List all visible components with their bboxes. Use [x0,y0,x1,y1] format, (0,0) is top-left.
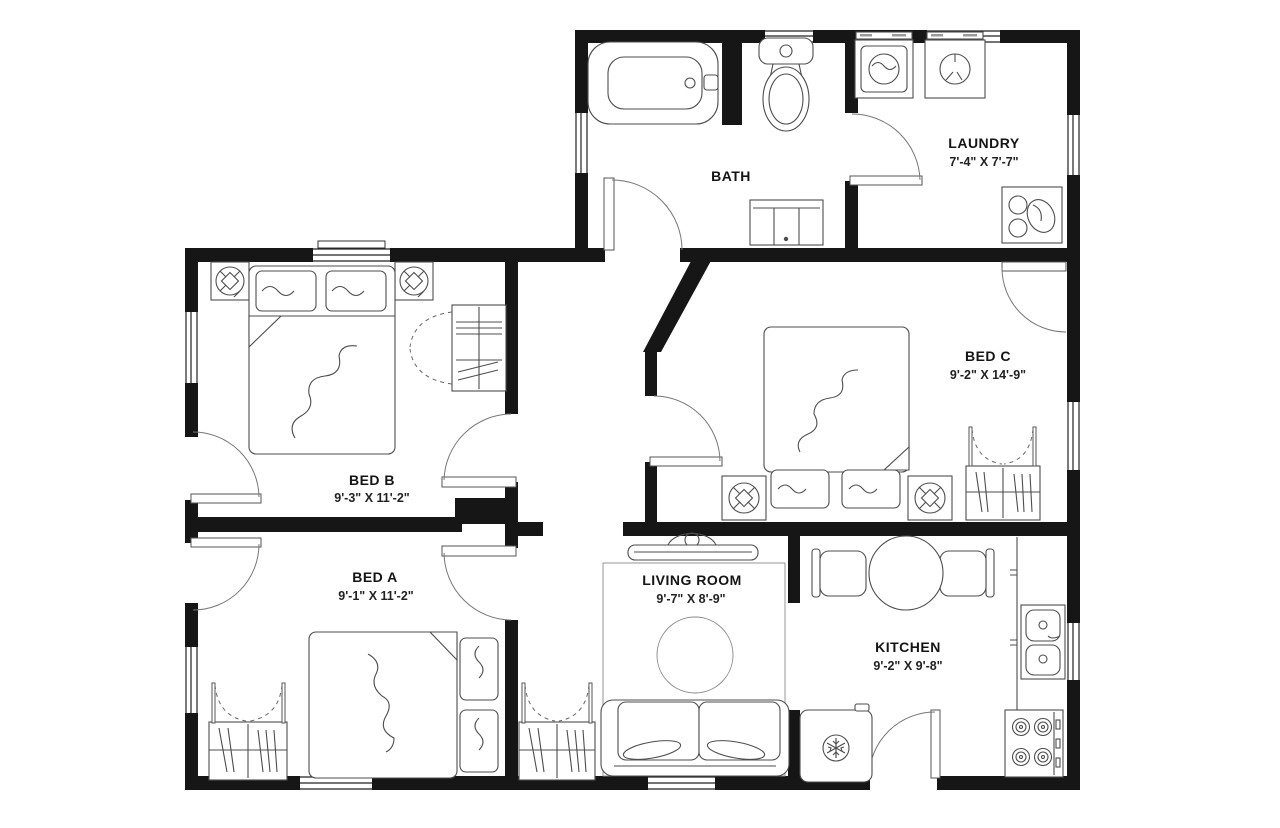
room-dim-laundry: 7'-4" X 7'-7" [949,155,1018,169]
chair-seat [819,550,867,597]
closet-wardrobe [409,304,507,392]
sofa [600,699,790,777]
bed-c-furniture [721,326,1041,521]
nightstand-lamp [907,475,953,521]
double-bed [248,265,396,455]
room-label-living-room: LIVING ROOM [642,572,742,588]
door-bath [603,177,683,251]
hall-closet [518,682,596,781]
nightstand-lamp [721,475,767,521]
window [1067,115,1080,175]
room-label-bed-c: BED C [965,348,1011,364]
refrigerator [799,703,873,783]
windows [185,30,1080,790]
utility-sink [1001,186,1063,244]
window [575,113,588,173]
chair-back [811,548,821,598]
closet-wardrobe [965,426,1041,521]
window [185,312,198,383]
nightstand-lamp [210,261,250,301]
snowflake-icon [822,734,850,762]
double-bed [763,326,910,509]
nightstand-lamp [394,261,434,301]
room-dim-kitchen: 9'-2" X 9'-8" [873,659,942,673]
window [1067,402,1080,470]
toilet [758,37,814,132]
door-bed-a-left [190,537,262,611]
room-dim-bed-c: 9'-2" X 14'-9" [950,368,1026,382]
room-label-laundry: LAUNDRY [948,135,1020,151]
chair-seat [939,550,987,597]
living-room-furniture [600,532,790,777]
window [185,647,198,713]
dryer [924,31,986,99]
window [313,240,390,262]
room-dim-bed-a: 9'-1" X 11'-2" [338,589,414,603]
room-dim-bed-b: 9'-3" X 11'-2" [334,491,410,505]
vanity-sink [749,199,824,246]
window [300,776,372,790]
double-sink [1020,604,1066,680]
door-bed-c-top [1001,261,1067,333]
window [1067,623,1080,680]
kitchen-furniture [799,535,1066,783]
door-laundry [849,113,923,186]
door-bed-b-left [190,431,262,504]
door-kitchen-rear [868,709,941,779]
bed-a-furniture [208,631,499,781]
room-dim-living-room: 9'-7" X 8'-9" [656,592,725,606]
round-rug [656,616,734,694]
room-label-kitchen: KITCHEN [875,639,941,655]
room-label-bath: BATH [711,168,751,184]
window [648,776,715,790]
washer [854,31,914,99]
walls [185,30,1080,790]
tv [627,532,759,561]
room-label-bed-b: BED B [349,472,395,488]
bathtub [587,41,719,125]
closet-wardrobe [208,682,288,781]
stove [1004,709,1064,778]
room-label-bed-a: BED A [352,569,398,585]
dining-table [811,535,995,611]
double-bed [308,631,499,779]
door-bed-b-hall [441,413,517,488]
door-bed-c-hall [649,395,723,467]
bed-b-furniture [210,261,507,455]
door-bed-a-hall [441,545,517,621]
chair-back [985,548,995,598]
